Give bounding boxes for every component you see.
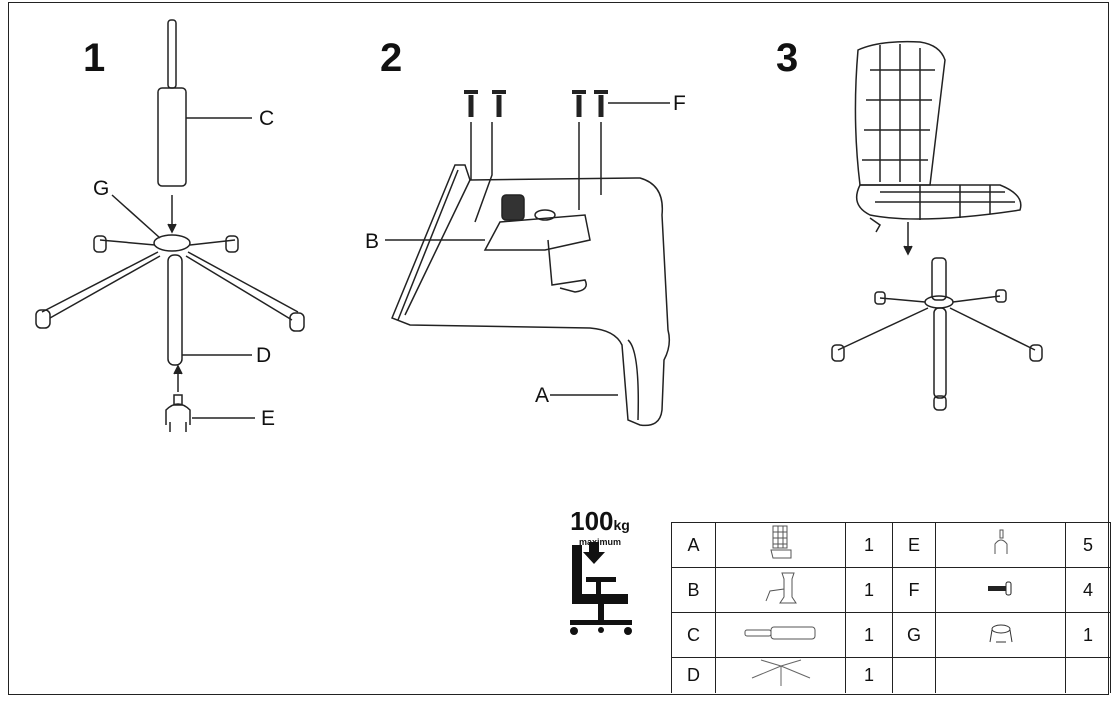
step-number-2: 2 bbox=[380, 36, 403, 80]
callout-c: C bbox=[259, 107, 275, 130]
callout-b: B bbox=[365, 230, 380, 253]
weight-value: 100 bbox=[570, 506, 614, 536]
part-letter: D bbox=[671, 657, 716, 693]
part-letter: G bbox=[892, 612, 936, 658]
part-qty: 1 bbox=[845, 522, 893, 568]
weight-limit-chair-icon bbox=[570, 542, 632, 635]
callout-d: D bbox=[256, 344, 272, 367]
part-letter: A bbox=[671, 522, 716, 568]
table-row: B 1 F 4 bbox=[671, 567, 1111, 613]
callout-e: E bbox=[261, 407, 276, 430]
caster-wheel-icon bbox=[935, 522, 1066, 568]
step3-chair-drawing bbox=[831, 40, 1043, 411]
weight-limit: 100kg maximum bbox=[565, 508, 635, 547]
part-letter: C bbox=[671, 612, 716, 658]
parts-table: A 1 E 5 B 1 F 4 C 1 G 1 D 1 bbox=[671, 522, 1111, 693]
weight-note: maximum bbox=[578, 537, 622, 547]
callout-a: A bbox=[535, 384, 550, 407]
table-row: C 1 G 1 bbox=[671, 612, 1111, 658]
star-base-icon bbox=[715, 657, 846, 693]
part-qty: 1 bbox=[845, 612, 893, 658]
diagram-frame bbox=[8, 2, 1109, 695]
part-letter bbox=[892, 657, 936, 693]
step-number-1: 1 bbox=[83, 36, 106, 80]
part-letter: E bbox=[892, 522, 936, 568]
step1-gas-lift-drawing bbox=[157, 19, 252, 234]
part-letter: F bbox=[892, 567, 936, 613]
gas-lift-icon bbox=[715, 612, 846, 658]
part-qty: 1 bbox=[1065, 612, 1111, 658]
weight-unit: kg bbox=[613, 517, 630, 533]
part-qty: 1 bbox=[845, 657, 893, 693]
part-qty: 1 bbox=[845, 567, 893, 613]
step2-bolts-drawing bbox=[464, 90, 670, 223]
part-letter: B bbox=[671, 567, 716, 613]
part-qty: 5 bbox=[1065, 522, 1111, 568]
step2-mechanism-drawing bbox=[385, 194, 591, 293]
table-row: A 1 E 5 bbox=[671, 522, 1111, 568]
bolt-icon bbox=[935, 567, 1066, 613]
step1-base-drawing bbox=[35, 194, 305, 432]
step-number-3: 3 bbox=[776, 36, 799, 80]
table-row: D 1 bbox=[671, 657, 1111, 693]
seat-mechanism-icon bbox=[715, 567, 846, 613]
part-qty: 4 bbox=[1065, 567, 1111, 613]
empty-cell bbox=[935, 657, 1066, 693]
callout-g: G bbox=[93, 177, 110, 200]
step2-seat-drawing bbox=[391, 164, 671, 427]
callout-f: F bbox=[673, 92, 686, 115]
base-cover-icon bbox=[935, 612, 1066, 658]
seat-backrest-icon bbox=[715, 522, 846, 568]
part-qty bbox=[1065, 657, 1111, 693]
